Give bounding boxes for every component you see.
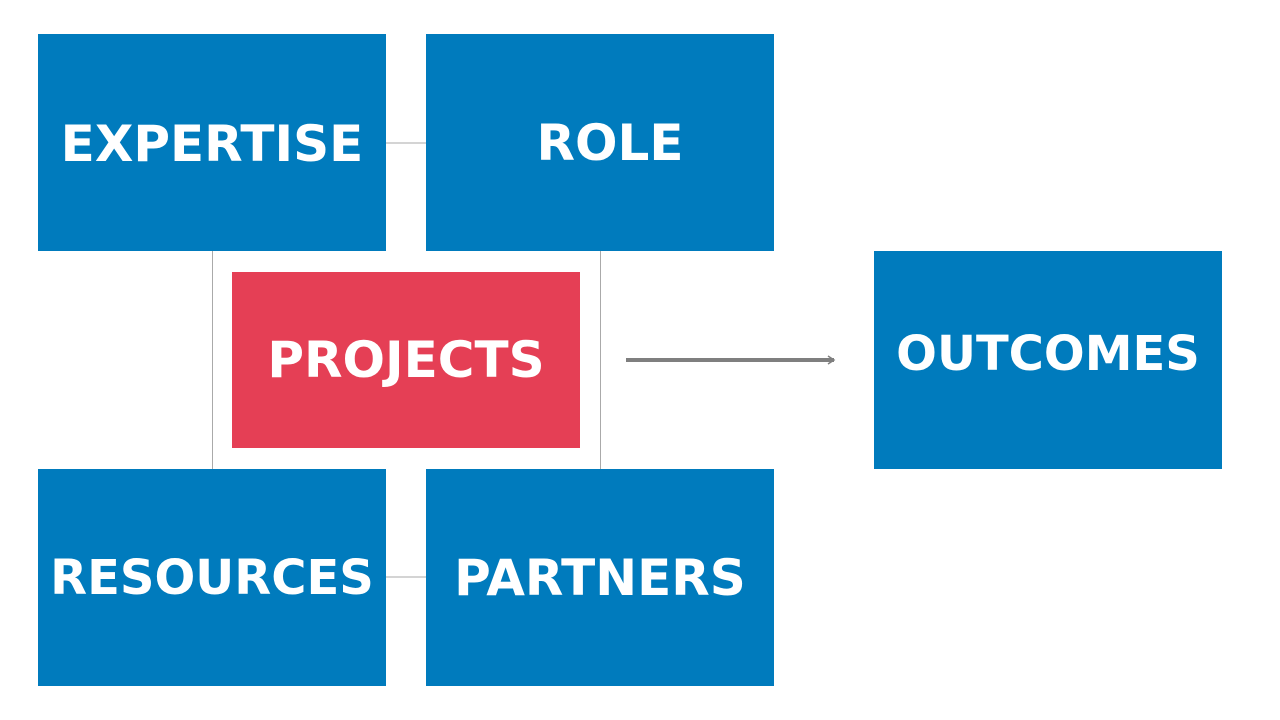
box-outcomes: OUTCOMES — [874, 251, 1222, 469]
box-partners-label: PARTNERS — [454, 548, 746, 607]
box-outcomes-label: OUTCOMES — [896, 326, 1200, 382]
box-role-label: ROLE — [536, 113, 684, 172]
box-role: ROLE — [426, 34, 774, 251]
box-projects-label: PROJECTS — [267, 331, 545, 389]
box-expertise-label: EXPERTISE — [60, 114, 364, 173]
box-resources-label: RESOURCES — [50, 549, 374, 606]
box-resources: RESOURCES — [38, 469, 386, 686]
box-expertise: EXPERTISE — [38, 34, 386, 251]
box-projects: PROJECTS — [232, 272, 580, 448]
box-partners: PARTNERS — [426, 469, 774, 686]
